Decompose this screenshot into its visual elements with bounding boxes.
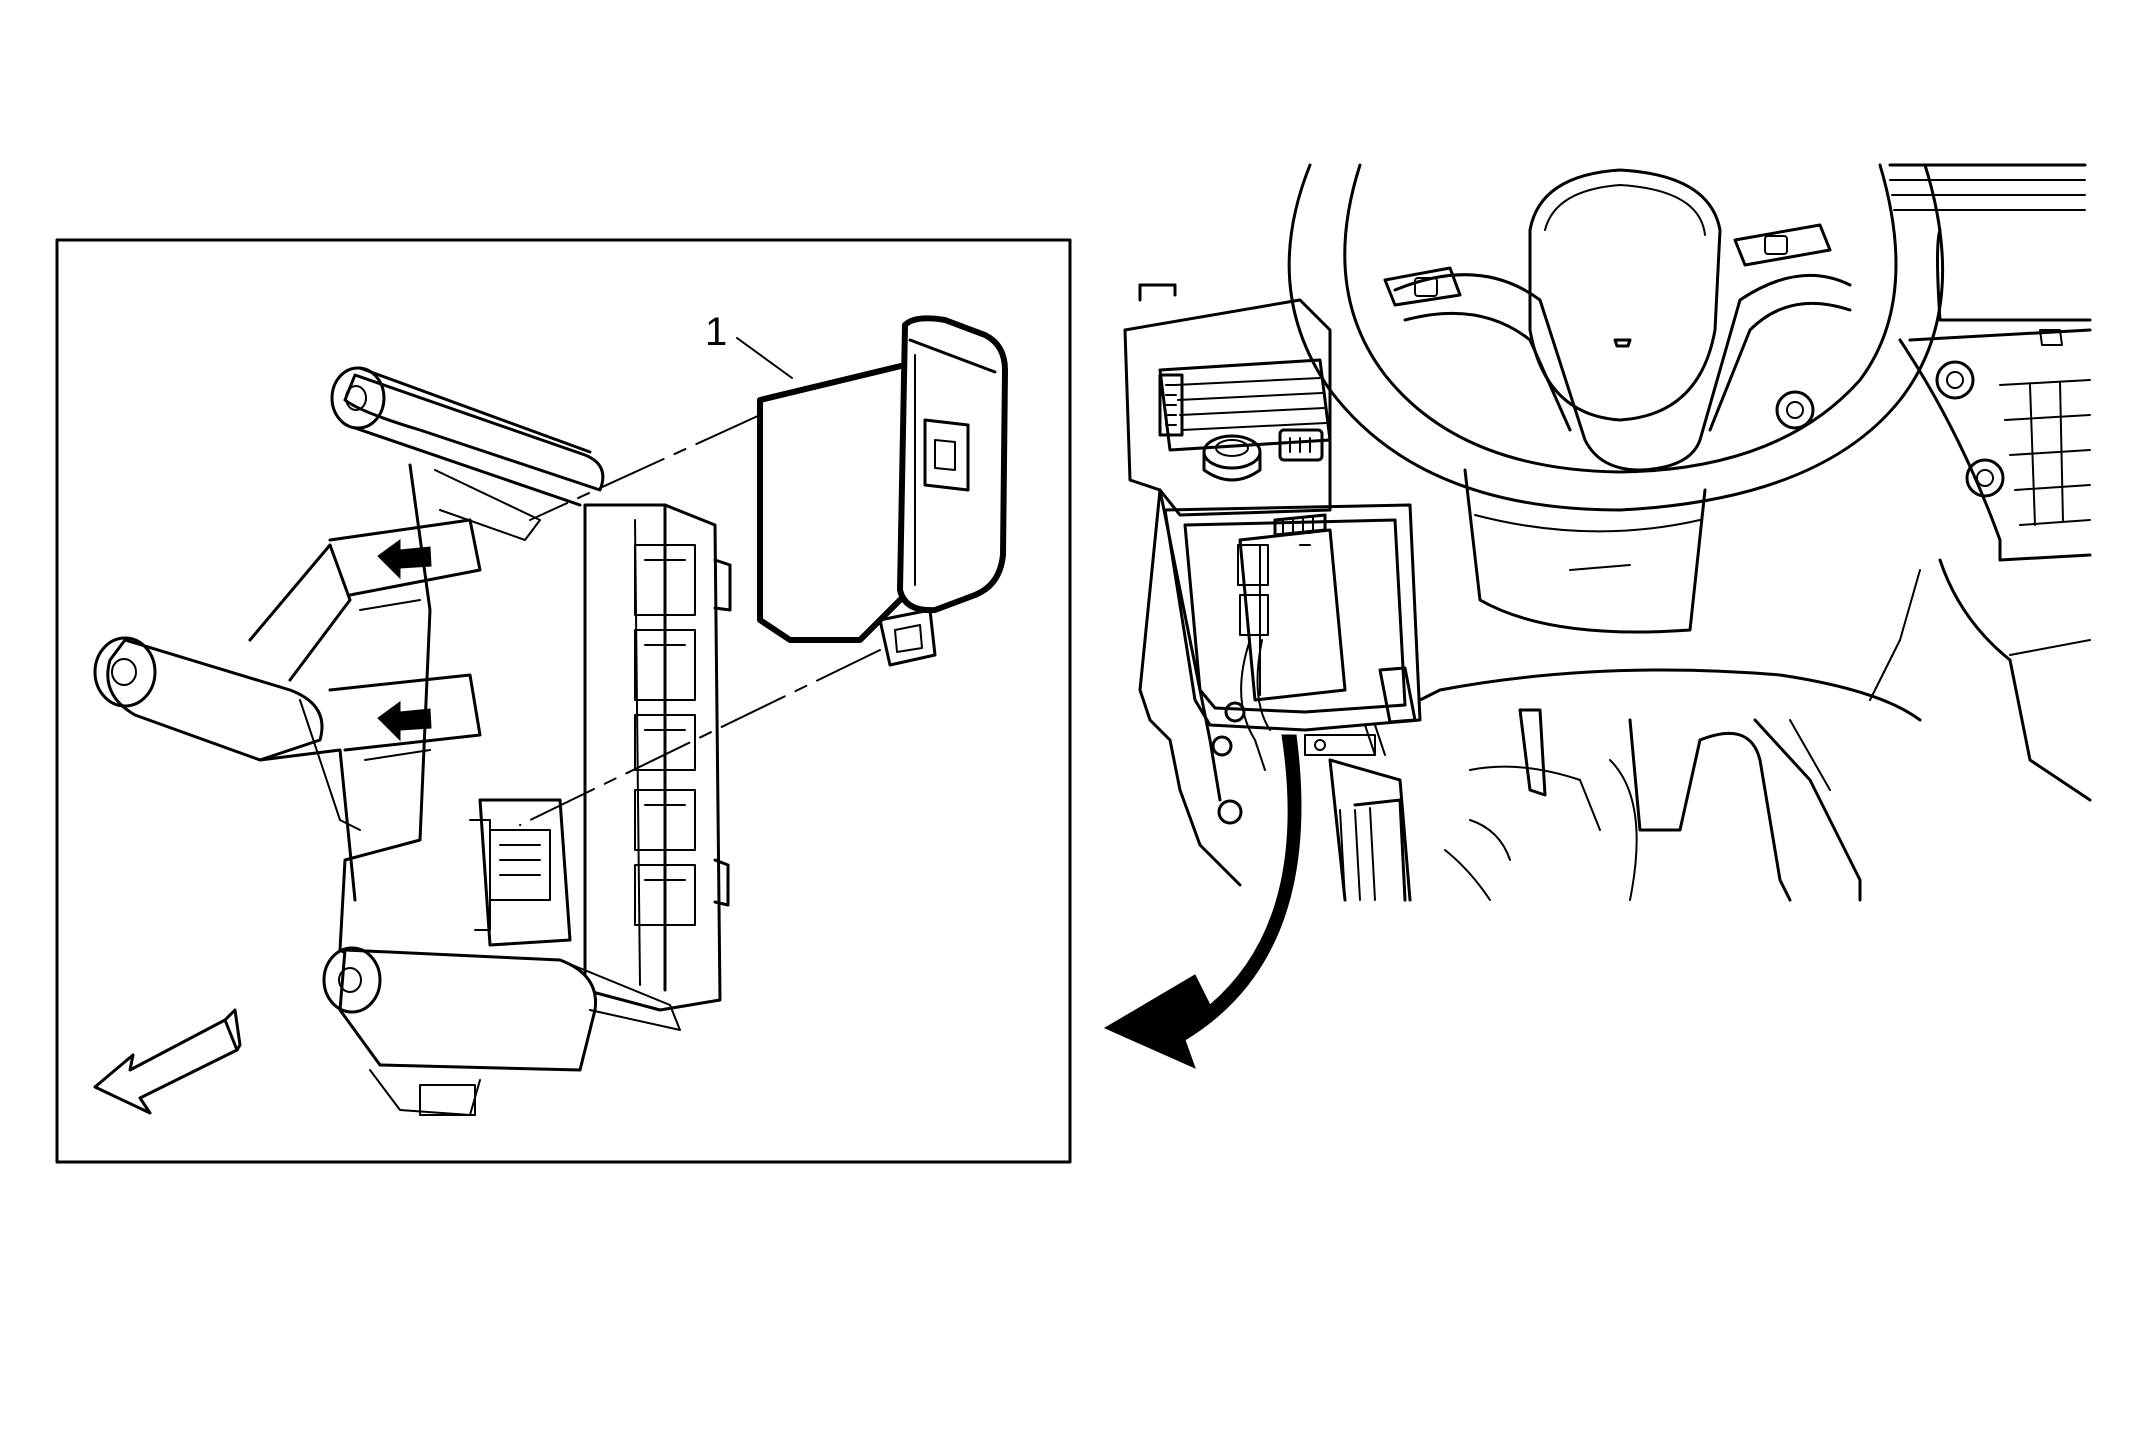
release-arrow-upper — [377, 539, 432, 580]
detail-view: 1 — [55, 238, 1072, 1164]
callout-1-label: 1 — [705, 310, 727, 354]
vehicle-overview — [1103, 163, 2092, 1069]
location-pointer-arrow — [1103, 734, 1302, 1069]
instrument-panel-opening — [1163, 503, 1422, 825]
headlamp-switch-knob — [1202, 428, 1324, 482]
callout-1: 1 — [705, 310, 793, 379]
control-module — [757, 315, 1008, 667]
callout-1-leader — [736, 337, 793, 379]
detail-view-frame — [55, 238, 1072, 1164]
forward-direction-arrow — [93, 1018, 239, 1115]
left-air-vent — [1158, 358, 1332, 452]
module-housing — [322, 503, 732, 1116]
alignment-lines — [519, 414, 881, 826]
floor-area — [1418, 668, 1922, 902]
center-stack — [1775, 163, 2092, 802]
steering-wheel — [1287, 163, 1945, 634]
release-arrow-lower — [377, 701, 432, 742]
mounting-bracket — [93, 366, 605, 982]
